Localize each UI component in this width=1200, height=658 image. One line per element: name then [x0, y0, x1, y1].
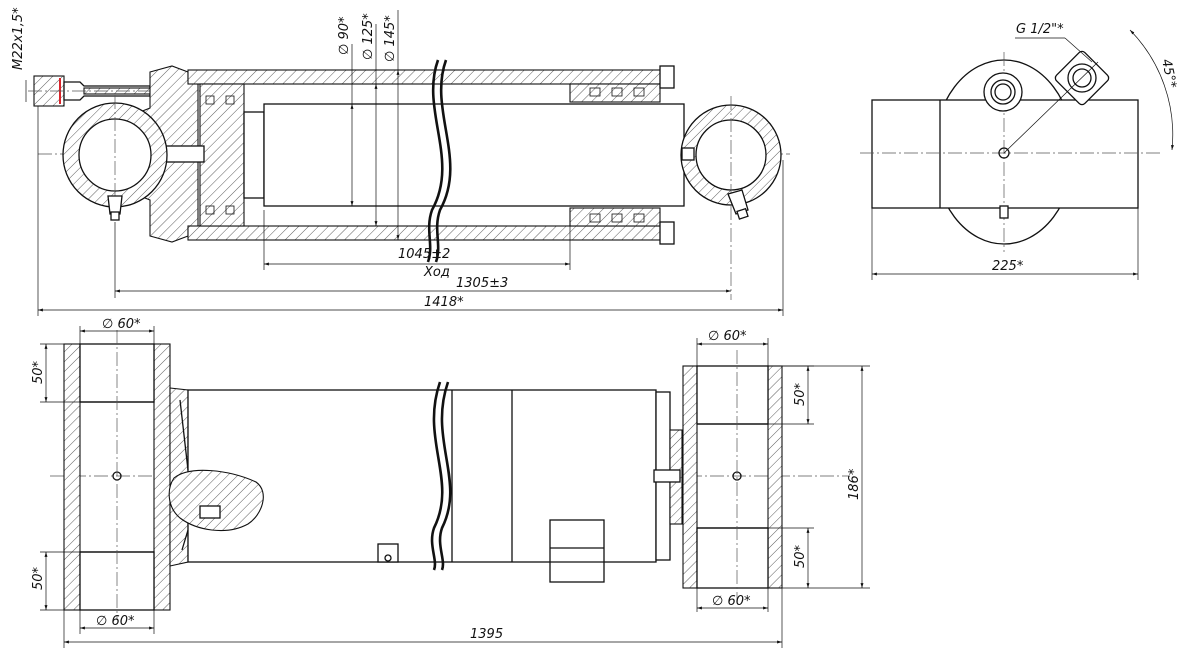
tube-bottom-wall [187, 225, 664, 241]
tube-diameter-text: ∅ 145* [383, 15, 398, 62]
piston [199, 83, 245, 227]
left-trunnion [63, 330, 189, 620]
side-port-angled [1054, 50, 1110, 106]
stroke-value-label: 1045±2 [398, 247, 450, 262]
right-lower-width-label: 50* [793, 544, 808, 568]
right-trunnion [682, 350, 783, 600]
partial-section [168, 469, 264, 531]
stroke-label: Ход [423, 265, 450, 280]
bottom-right-diameter-label: ∅ 60* [712, 594, 751, 609]
gland-top [569, 83, 661, 103]
left-upper-width-label: 50* [31, 360, 46, 384]
side-port-boss [983, 72, 1023, 112]
port-thread-label: G 1/2"* [1016, 22, 1064, 37]
tube-top-wall [187, 69, 664, 85]
top-left-diameter-label: ∅ 60* [102, 317, 141, 332]
thread-label: M22x1,5* [11, 7, 26, 70]
side-width-label: 225* [992, 259, 1024, 274]
top-right-diameter-label: ∅ 60* [708, 329, 747, 344]
port-fitting [28, 75, 200, 107]
pin-to-pin-label: 1305±3 [456, 276, 508, 291]
trunnion-span-label: 186* [847, 468, 862, 500]
left-lower-width-label: 50* [31, 566, 46, 590]
piston-rod [263, 103, 685, 207]
break-line-front [426, 59, 444, 263]
plan-length-label: 1395 [470, 627, 503, 642]
plan-view: ∅ 60* ∅ 60* ∅ 60* ∅ 60* 50* 50* 50* [31, 317, 870, 648]
gland-bottom [569, 207, 661, 227]
overall-length-label: 1418* [424, 295, 464, 310]
bottom-left-diameter-label: ∅ 60* [96, 614, 135, 629]
break-line-plan [430, 381, 444, 571]
right-eye [680, 96, 782, 300]
rod-diameter-label: ∅ 90* [337, 16, 352, 55]
left-eye [62, 95, 168, 222]
front-section-view: M22x1,5* ∅ 90* ∅ 125* ∅ 145* 1045±2 Ход … [11, 7, 790, 316]
side-view: G 1/2"* 45°* 225* [860, 22, 1179, 280]
right-upper-width-label: 50* [793, 382, 808, 406]
bore-diameter-label: ∅ 125* [361, 13, 376, 60]
angle-label: 45°* [1158, 58, 1179, 91]
